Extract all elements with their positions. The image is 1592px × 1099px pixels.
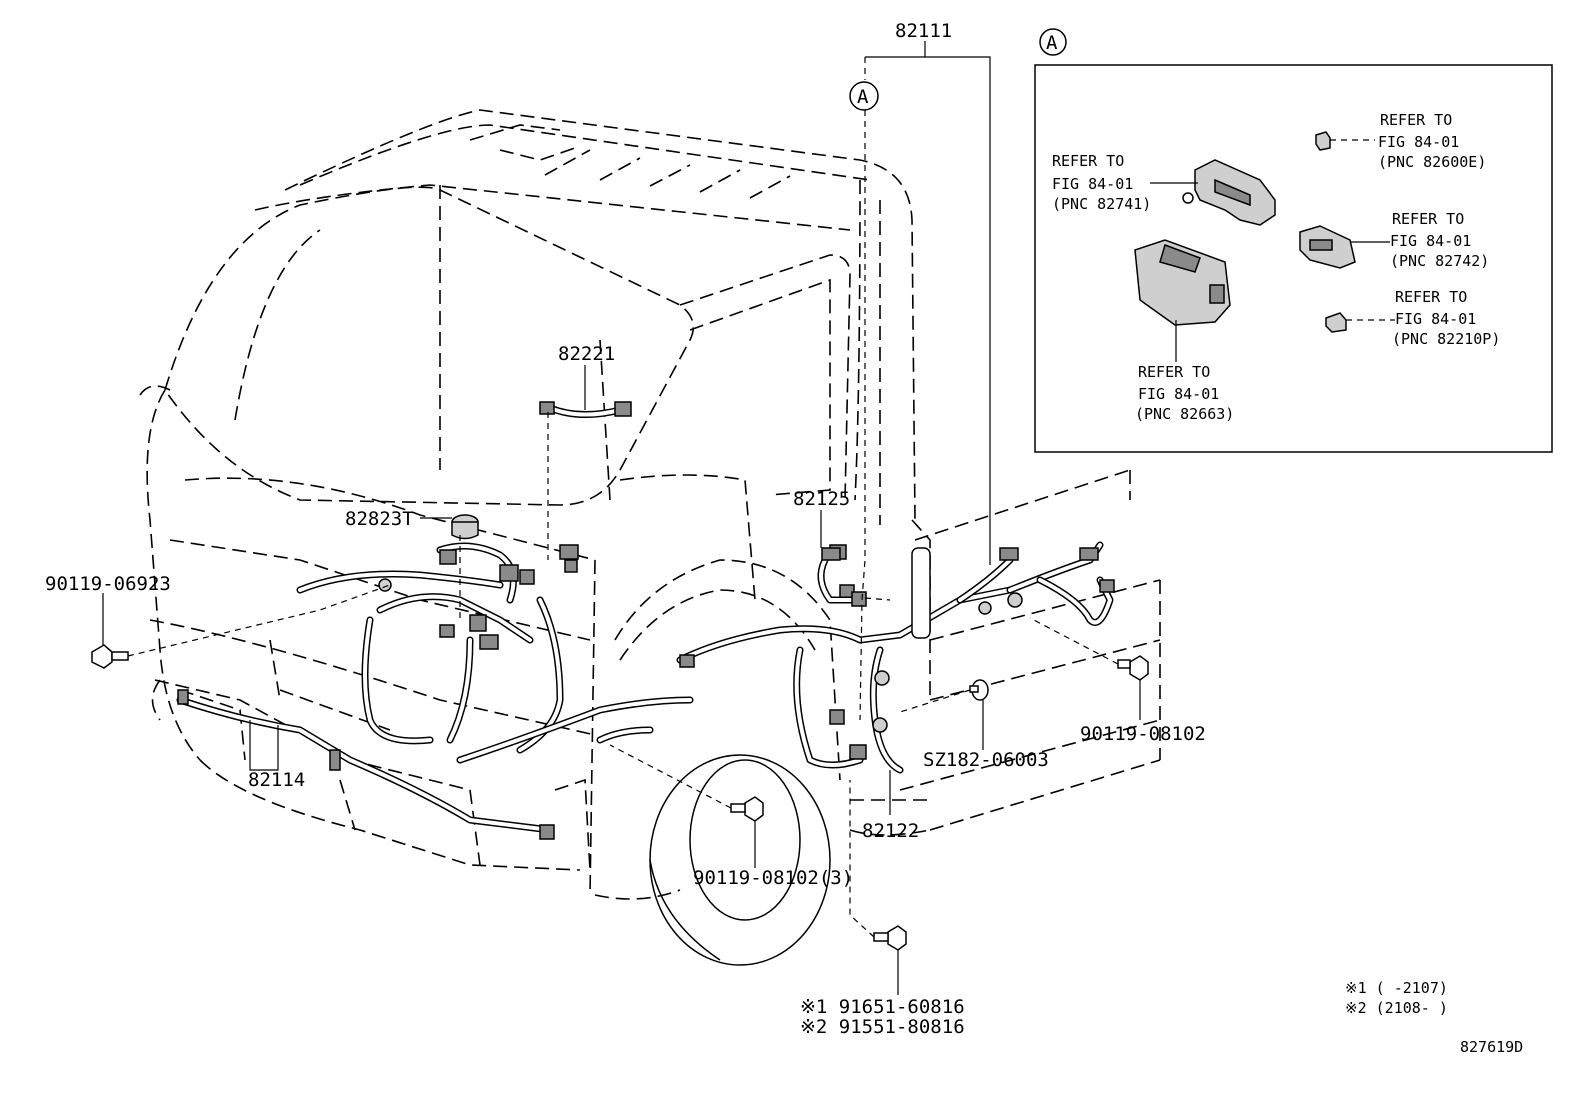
footnote-1: ※1 ( -2107) (1345, 979, 1448, 997)
label-90119-08102-3: 90119-08102(3) (693, 867, 853, 889)
svg-text:REFER TO: REFER TO (1395, 288, 1467, 306)
svg-text:FIG 84-01: FIG 84-01 (1395, 310, 1476, 328)
svg-text:A: A (857, 86, 869, 108)
inset-ref-82663: REFER TO FIG 84-01 (PNC 82663) (1135, 363, 1234, 423)
inset-part-82742 (1299, 225, 1390, 269)
inset-ref-82742: REFER TO FIG 84-01 (PNC 82742) (1390, 210, 1489, 270)
label-91651-60816: ※1 91651-60816 (800, 996, 965, 1018)
inset-ref-82600E: REFER TO FIG 84-01 (PNC 82600E) (1378, 111, 1486, 171)
inset-part-82663 (1134, 239, 1231, 362)
label-90119-06923: 90119-06923 (45, 573, 171, 595)
bolt-90119-08102-3 (730, 796, 764, 822)
label-90119-08102: 90119-08102 (1080, 723, 1206, 745)
label-82823T: 82823T (345, 508, 414, 530)
svg-text:REFER TO: REFER TO (1052, 152, 1124, 170)
leader-lines (102, 41, 1141, 995)
bolt-90119-06923 (91, 644, 129, 669)
label-SZ182-06003: SZ182-06003 (923, 749, 1049, 771)
label-91551-80816: ※2 91551-80816 (800, 1016, 965, 1038)
callout-a-marker: A (849, 81, 879, 111)
bolt-91651-60816 (873, 925, 907, 951)
inset-ref-82741: REFER TO FIG 84-01 (PNC 82741) (1052, 152, 1151, 213)
svg-text:REFER TO: REFER TO (1392, 210, 1464, 228)
label-82114: 82114 (248, 769, 305, 791)
clip-SZ182-06003 (969, 679, 989, 701)
svg-text:REFER TO: REFER TO (1138, 363, 1210, 381)
inset-part-82210P (1325, 312, 1395, 333)
svg-text:FIG 84-01: FIG 84-01 (1138, 385, 1219, 403)
svg-text:FIG 84-01: FIG 84-01 (1378, 133, 1459, 151)
inset-a-letter: A (1046, 32, 1058, 54)
truck-cab-outline (139, 109, 1161, 966)
label-82111: 82111 (895, 20, 952, 42)
svg-text:(PNC 82210P): (PNC 82210P) (1392, 330, 1500, 348)
svg-text:(PNC 82663): (PNC 82663) (1135, 405, 1234, 423)
footnotes: ※1 ( -2107) ※2 (2108- ) 827619D (1345, 979, 1523, 1056)
inset-part-82600E (1315, 131, 1375, 151)
label-82221: 82221 (558, 343, 615, 365)
inset-a-panel: A (1034, 28, 1553, 453)
svg-text:(PNC 82600E): (PNC 82600E) (1378, 153, 1486, 171)
bolts (91, 644, 1149, 951)
svg-text:(PNC 82741): (PNC 82741) (1052, 195, 1151, 213)
part-number-labels: 82111 82221 82823T 82125 90119-06923 901… (45, 20, 1206, 1038)
svg-text:(PNC 82742): (PNC 82742) (1390, 252, 1489, 270)
sub-harness-82221 (539, 401, 632, 419)
figure-id: 827619D (1460, 1038, 1523, 1056)
cap-82823T (451, 514, 479, 540)
label-82125: 82125 (793, 488, 850, 510)
footnote-2: ※2 (2108- ) (1345, 999, 1448, 1017)
inset-part-82741 (1150, 159, 1276, 226)
inset-ref-82210P: REFER TO FIG 84-01 (PNC 82210P) (1392, 288, 1500, 348)
svg-text:FIG 84-01: FIG 84-01 (1390, 232, 1471, 250)
bolt-90119-08102-right (1117, 655, 1149, 681)
svg-text:REFER TO: REFER TO (1380, 111, 1452, 129)
label-82122: 82122 (862, 820, 919, 842)
svg-text:FIG 84-01: FIG 84-01 (1052, 175, 1133, 193)
